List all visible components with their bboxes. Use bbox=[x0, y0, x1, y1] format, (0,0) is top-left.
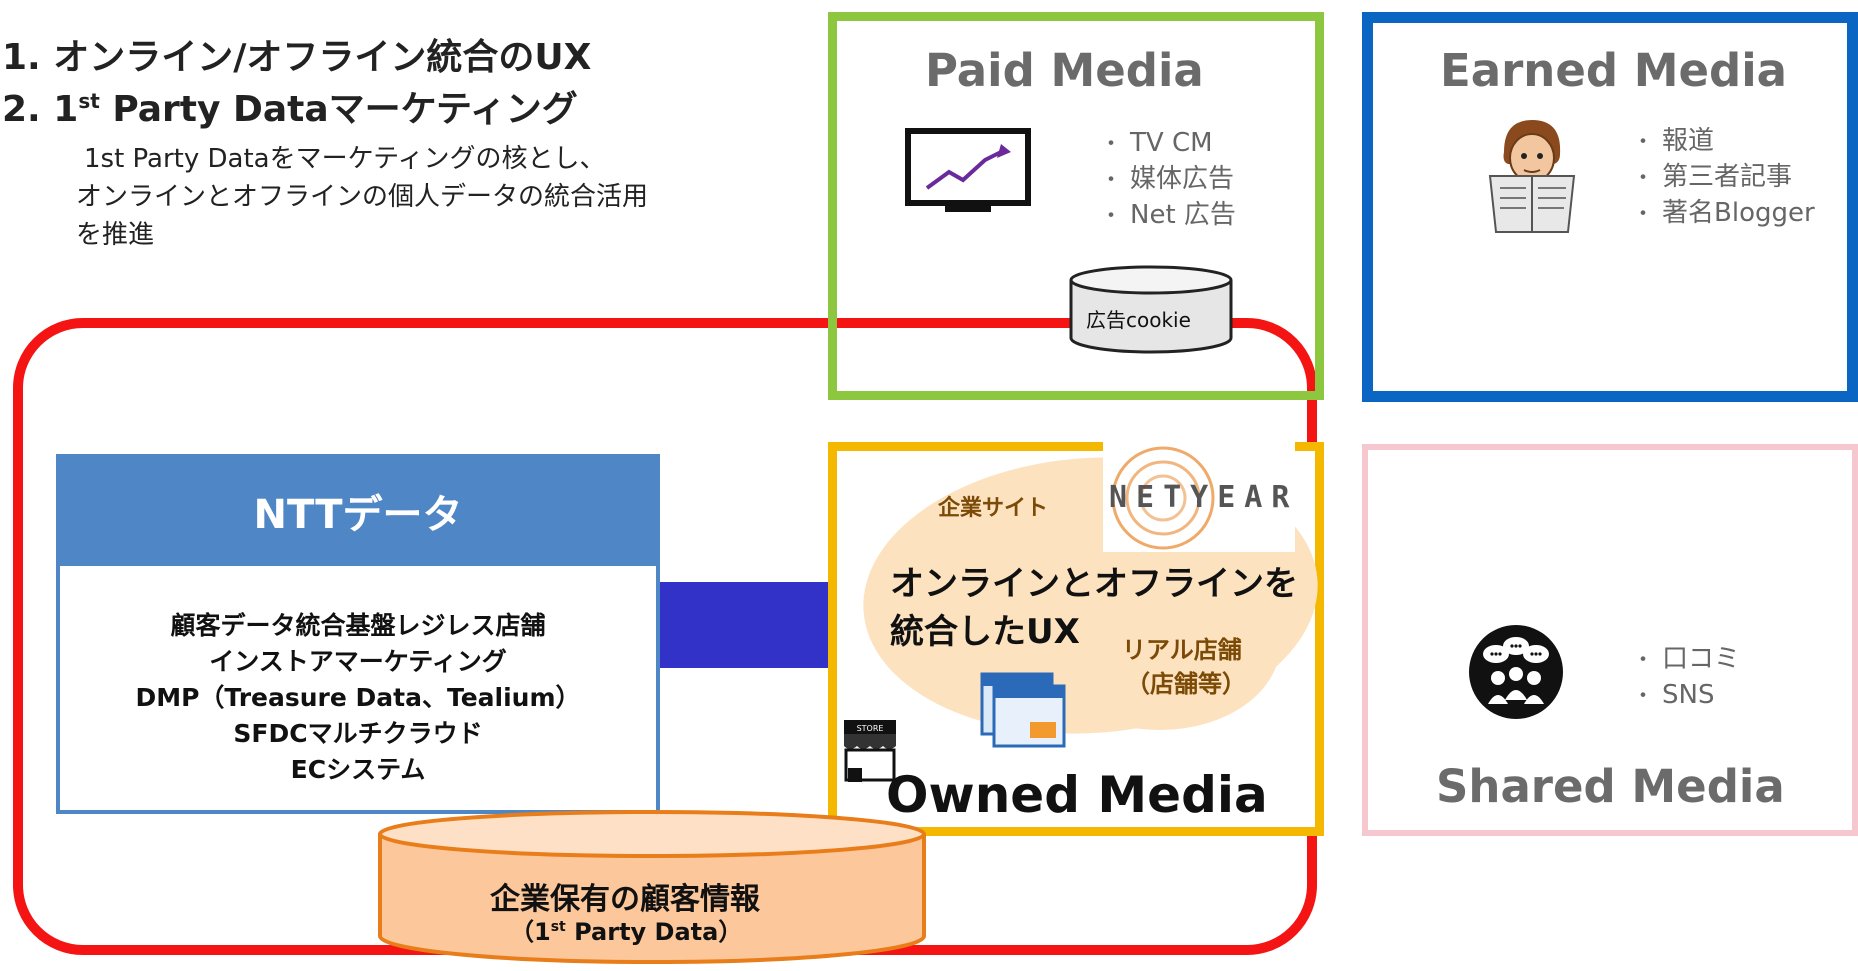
ntt-service-item: DMP（Treasure Data、Tealium） bbox=[135, 683, 581, 712]
customer-database-sublabel: （1st Party Data） bbox=[510, 918, 743, 946]
heading-description: 1st Party Dataをマーケティングの核とし、 オンラインとオフラインの… bbox=[76, 140, 786, 254]
bullet-item: Net 広告 bbox=[1100, 198, 1236, 234]
ntt-service-item: ECシステム bbox=[290, 755, 426, 784]
ux-line-2: 統合したUX bbox=[890, 612, 1080, 652]
netyear-logo: NETYEAR bbox=[1103, 440, 1295, 552]
newspaper-reader-icon bbox=[1488, 120, 1576, 233]
bullet-item: SNS bbox=[1632, 678, 1740, 714]
heading-line-2: 2. 1st Party Dataマーケティング bbox=[2, 89, 578, 130]
desc-line-3: を推進 bbox=[76, 220, 155, 250]
bullet-item: 媒体広告 bbox=[1100, 162, 1236, 198]
paid-media-title: Paid Media bbox=[925, 44, 1204, 97]
ntt-service-item: インストアマーケティング bbox=[209, 647, 507, 676]
ux-line-1: オンラインとオフラインを bbox=[890, 564, 1298, 604]
shared-media-bullets: 口コミ SNS bbox=[1632, 642, 1740, 714]
customer-database-label: 企業保有の顧客情報 bbox=[490, 882, 760, 917]
tv-chart-icon bbox=[905, 128, 1031, 212]
earned-media-box bbox=[1362, 12, 1858, 402]
bullet-item: TV CM bbox=[1100, 126, 1236, 162]
real-store-bubble bbox=[1040, 560, 1280, 730]
customer-database-icon bbox=[378, 810, 926, 964]
desc-line-2: オンラインとオフラインの個人データの統合活用 bbox=[76, 182, 649, 212]
earned-media-title: Earned Media bbox=[1440, 44, 1788, 97]
bullet-item: 著名Blogger bbox=[1632, 196, 1815, 232]
netyear-logo-text: NETYEAR bbox=[1109, 480, 1299, 515]
bullet-item: 第三者記事 bbox=[1632, 160, 1815, 196]
paid-media-bullets: TV CM 媒体広告 Net 広告 bbox=[1100, 126, 1236, 234]
owned-media-title: Owned Media bbox=[886, 766, 1268, 824]
shared-media-title: Shared Media bbox=[1436, 760, 1785, 813]
earned-media-bullets: 報道 第三者記事 著名Blogger bbox=[1632, 124, 1815, 232]
ntt-service-item: 顧客データ統合基盤レジレス店舗 bbox=[170, 611, 546, 640]
ntt-service-item: SFDCマルチクラウド bbox=[233, 719, 483, 748]
cookie-database-icon bbox=[1069, 265, 1233, 354]
bullet-item: 口コミ bbox=[1632, 642, 1740, 678]
ntt-data-header: NTTデータ bbox=[56, 454, 660, 568]
ntt-owned-connector bbox=[660, 582, 828, 668]
real-store-sublabel: （店舗等） bbox=[1126, 670, 1246, 698]
real-store-label: リアル店舗 bbox=[1122, 636, 1242, 664]
cookie-database-label: 広告cookie bbox=[1086, 308, 1191, 332]
netyear-logo-graphic bbox=[1111, 446, 1215, 550]
store-icon: STORE bbox=[844, 720, 896, 782]
ntt-data-services: 顧客データ統合基盤レジレス店舗 インストアマーケティング DMP（Treasur… bbox=[56, 566, 660, 814]
heading-line-1: 1. オンライン/オフライン統合のUX bbox=[2, 37, 592, 78]
corporate-site-label: 企業サイト bbox=[938, 496, 1049, 521]
shared-media-box bbox=[1362, 444, 1858, 836]
store-sign-text: STORE bbox=[857, 724, 884, 733]
desc-line-1: 1st Party Dataをマーケティングの核とし、 bbox=[84, 144, 606, 174]
paid-media-box bbox=[828, 12, 1324, 400]
bullet-item: 報道 bbox=[1632, 124, 1815, 160]
browser-window-icon bbox=[980, 672, 1066, 748]
community-chat-icon bbox=[1469, 625, 1563, 719]
